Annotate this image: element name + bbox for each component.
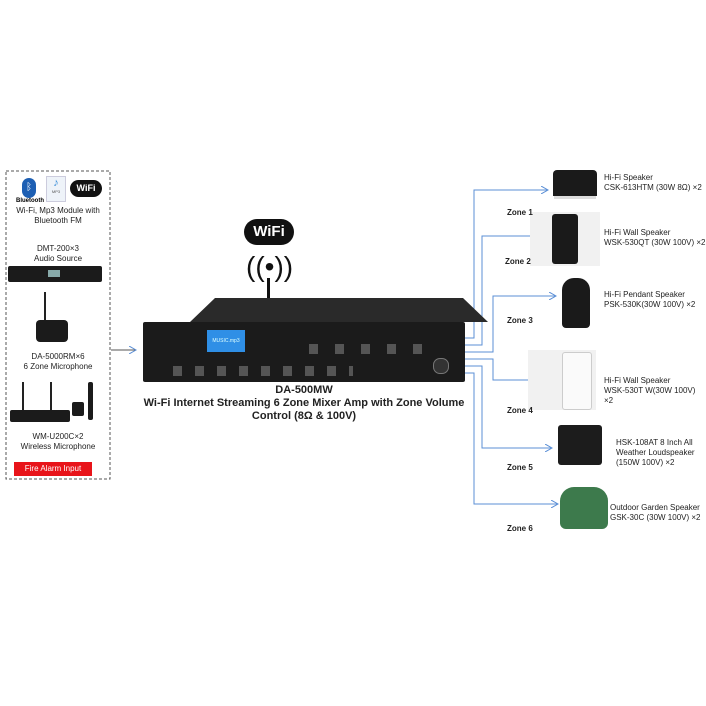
- wireless-model: WM-U200C×2: [32, 432, 84, 441]
- amp-desc-line2: Control (8Ω & 100V): [251, 410, 357, 422]
- antenna-stem: [267, 278, 270, 298]
- zone-microphone-device: [36, 320, 68, 342]
- bluetooth-label: Bluetooth: [16, 198, 44, 204]
- zone2-line: [462, 236, 552, 346]
- ceiling-speaker: [553, 170, 597, 196]
- bluetooth-icon: ᛒ: [22, 178, 36, 198]
- wireless-desc: Wireless Microphone: [20, 442, 96, 451]
- wifi-logo: WiFi: [244, 219, 294, 245]
- wifi-logo-small: WiFi: [70, 180, 102, 197]
- source-box: [5, 170, 111, 480]
- zone1-line: [462, 190, 548, 339]
- zone3-line: [462, 296, 556, 353]
- zone-label: Zone 5: [507, 463, 533, 472]
- zone-label: Zone 1: [507, 208, 533, 217]
- fire-alarm-input: Fire Alarm Input: [14, 462, 92, 476]
- zone-label: Zone 6: [507, 524, 533, 533]
- wireless-signal-icon: ((•)): [246, 251, 294, 282]
- mp3-icon: ♪MP3: [46, 176, 66, 202]
- audio-source-device: [8, 266, 102, 282]
- handheld-mic: [88, 382, 93, 420]
- zone-volume-knobs: [309, 344, 429, 354]
- antenna: [50, 382, 52, 410]
- bodypack: [72, 402, 84, 416]
- mic-model: DA-5000RM×6: [31, 352, 85, 361]
- mp3-label: MP3: [51, 189, 61, 194]
- zone5-line: [462, 365, 552, 448]
- antenna: [22, 382, 24, 410]
- dmt-model: DMT-200×3: [36, 244, 80, 253]
- zone-label: Zone 2: [505, 257, 531, 266]
- garden-speaker: [560, 487, 608, 529]
- dmt-desc: Audio Source: [33, 254, 83, 263]
- mic-desc: 6 Zone Microphone: [23, 362, 93, 371]
- zone4-line: [462, 358, 560, 380]
- loudspeaker: [558, 425, 602, 465]
- pendant-speaker: [562, 278, 590, 328]
- amplifier-device: MUSIC.mp3: [143, 322, 465, 382]
- zone-label: Zone 4: [507, 406, 533, 415]
- knob-row: [173, 366, 353, 376]
- zone-label: Zone 3: [507, 316, 533, 325]
- white-wall-speaker-bg: [528, 350, 596, 410]
- module-label: Wi-Fi, Mp3 Module with Bluetooth FM: [16, 206, 100, 225]
- amp-model: DA-500MW: [275, 384, 333, 396]
- wall-speaker-bg: [530, 212, 600, 266]
- amp-display: MUSIC.mp3: [207, 330, 245, 352]
- amp-desc-line1: Wi-Fi Internet Streaming 6 Zone Mixer Am…: [143, 397, 465, 409]
- zone6-line: [462, 372, 558, 504]
- power-button: [433, 358, 449, 374]
- amp-top: [190, 298, 488, 322]
- wireless-receiver-device: [10, 410, 70, 422]
- mic-gooseneck: [44, 292, 46, 322]
